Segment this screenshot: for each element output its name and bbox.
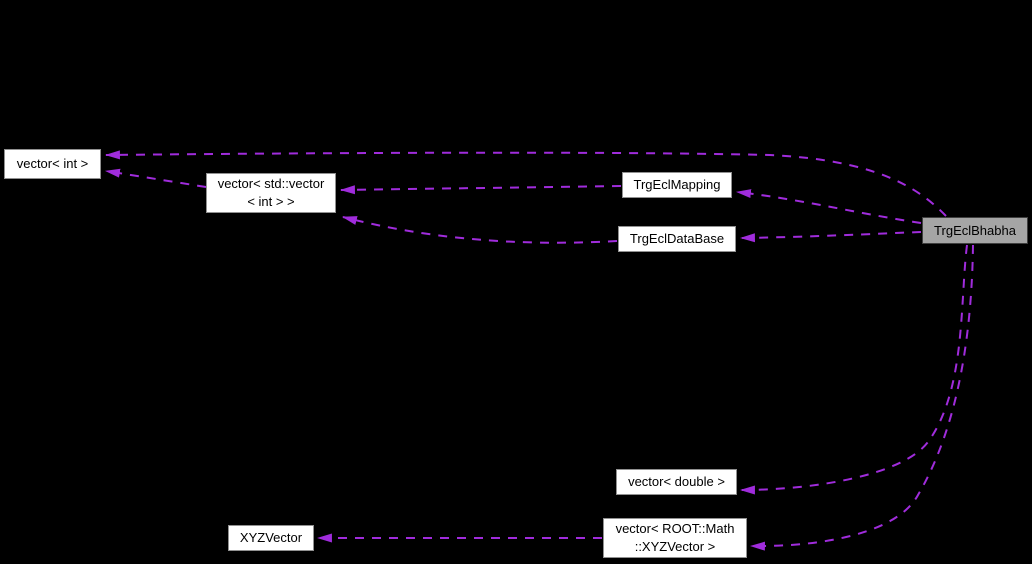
node-vector-double[interactable]: vector< double > — [616, 469, 737, 495]
node-trgecldatabase[interactable]: TrgEclDataBase — [618, 226, 736, 252]
edge-vector-std-vector-int-to-vector-int — [104, 168, 207, 188]
node-label: vector< int > — [16, 156, 89, 171]
node-xyzvector[interactable]: XYZVector — [228, 525, 314, 551]
node-label: XYZVector — [239, 530, 303, 545]
node-label: TrgEclMapping — [633, 177, 721, 192]
edge-trgeclmapping-to-vector-std-vector-int — [339, 185, 622, 195]
node-vector-int[interactable]: vector< int > — [4, 149, 101, 179]
edge-trgecldatabase-to-vector-std-vector-int — [341, 216, 618, 244]
node-trgeclmapping[interactable]: TrgEclMapping — [622, 172, 732, 198]
node-label: TrgEclDataBase — [629, 231, 725, 246]
edge-trgeclbhabha-to-vector-int — [104, 150, 947, 217]
edge-trgeclbhabha-to-vector-root-math-xyzvector — [749, 244, 974, 551]
node-vector-root-math-xyzvector[interactable]: vector< ROOT::Math ::XYZVector > — [603, 518, 747, 558]
edge-trgeclbhabha-to-vector-double — [739, 244, 968, 495]
node-label: vector< ROOT::Math ::XYZVector > — [615, 521, 735, 554]
edge-trgeclbhabha-to-trgeclmapping — [735, 189, 922, 224]
node-label: vector< double > — [628, 474, 725, 489]
edge-trgeclbhabha-to-trgecldatabase — [739, 231, 922, 243]
node-label: vector< std::vector < int > > — [217, 176, 325, 209]
node-trgeclbhabha: TrgEclBhabha — [922, 217, 1028, 244]
node-label: TrgEclBhabha — [934, 222, 1016, 238]
node-vector-std-vector-int[interactable]: vector< std::vector < int > > — [206, 173, 336, 213]
